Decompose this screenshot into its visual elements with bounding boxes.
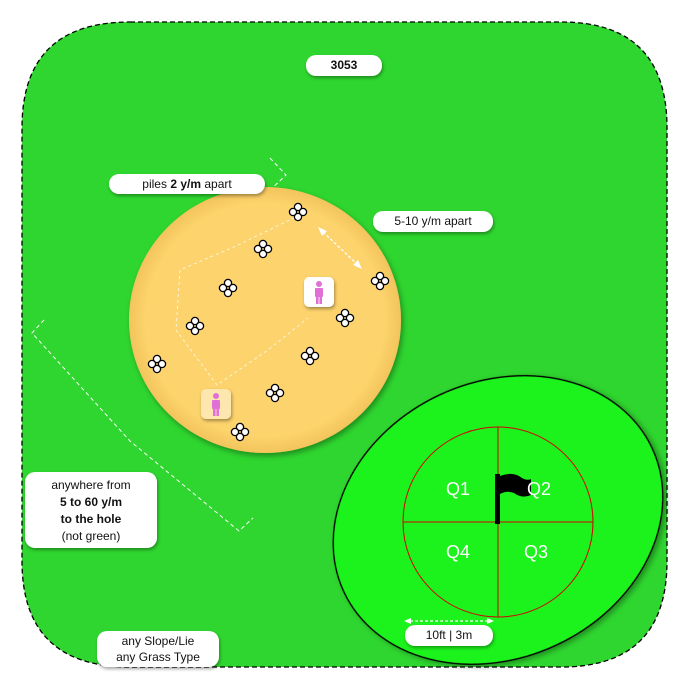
pile-distance-label: 5-10 y/m apart	[373, 211, 493, 232]
slope-line-2: any Grass Type	[116, 650, 200, 664]
range-line-1: anywhere from	[51, 478, 131, 492]
range-line-2: 5 to 60 y/m	[59, 495, 123, 509]
piles-label-prefix: piles	[142, 177, 167, 191]
range-line-3: to the hole	[60, 512, 122, 526]
distance-arrow	[404, 618, 494, 624]
walking-path	[175, 214, 309, 386]
flag-icon	[495, 473, 531, 524]
quadrant-q2: Q2	[527, 479, 552, 499]
piles-spacing-label: piles 2 y/m apart	[109, 174, 265, 194]
piles-label-suffix: apart	[204, 177, 232, 191]
range-to-hole-label: anywhere from 5 to 60 y/m to the hole (n…	[25, 472, 157, 548]
piles-label-distance: 2 y/m	[170, 177, 201, 191]
sand-area	[129, 187, 401, 453]
quadrant-q4: Q4	[446, 542, 471, 562]
quadrant-q3: Q3	[524, 542, 549, 562]
player-figure-start-icon	[201, 389, 231, 419]
drill-id-badge: 3053	[306, 55, 382, 76]
slope-line-1: any Slope/Lie	[121, 634, 195, 648]
player-figure-icon	[304, 277, 334, 307]
range-line-4: (not green)	[61, 529, 121, 543]
hole-radius-label: 10ft | 3m	[405, 625, 493, 646]
slope-grass-label: any Slope/Lie any Grass Type	[97, 631, 219, 667]
quadrant-q1: Q1	[446, 479, 471, 499]
spacing-arrow	[318, 227, 362, 269]
